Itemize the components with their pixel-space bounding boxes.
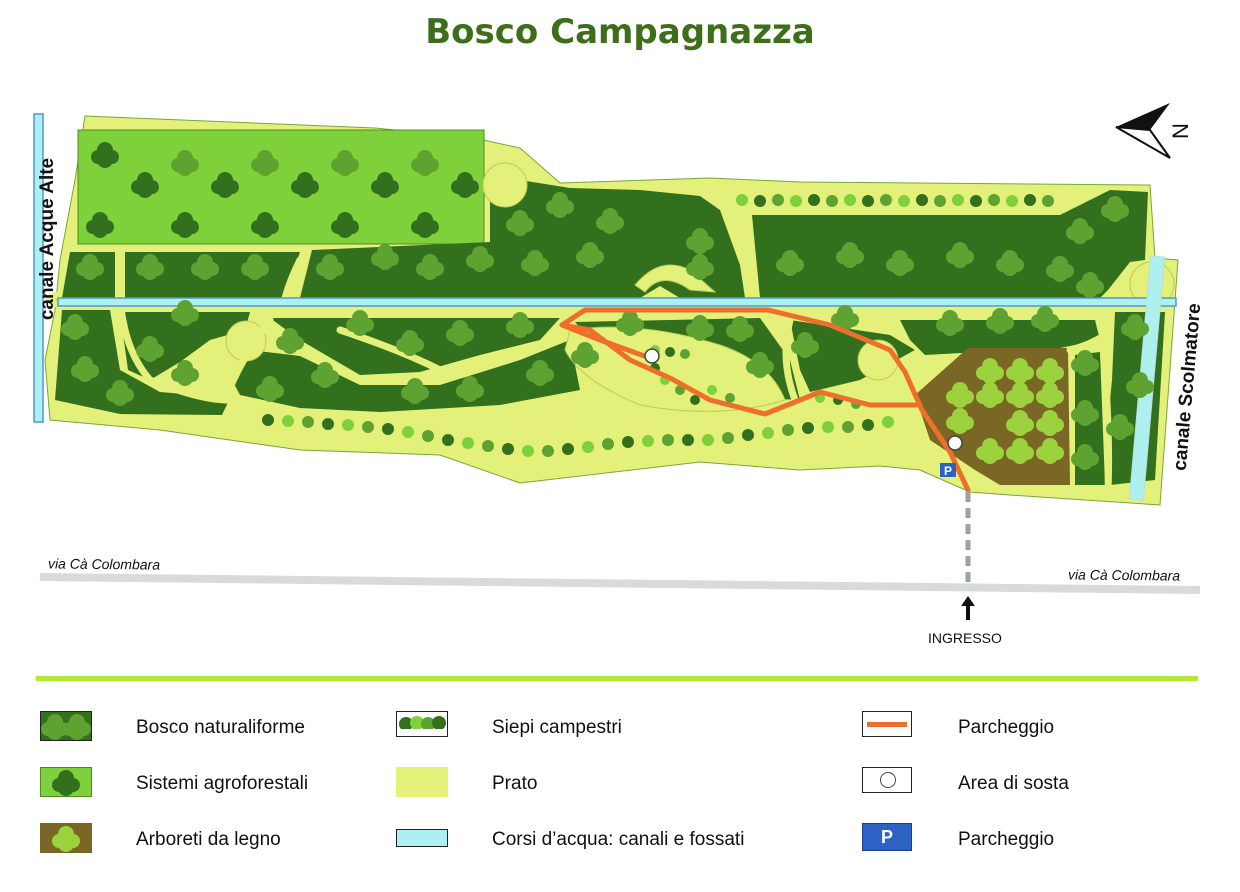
- canal-east-west: [57, 297, 1177, 307]
- north-arrow-icon: [1115, 103, 1171, 159]
- road-label-west: via Cà Colombara: [47, 555, 161, 573]
- hedge-swatch-icon: [396, 711, 448, 737]
- meadow-swatch-icon: [396, 767, 448, 797]
- entrance-label: INGRESSO: [928, 630, 1002, 646]
- natural-forest-areas: [55, 180, 1165, 485]
- road-label-east: via Cà Colombara: [1067, 566, 1181, 584]
- meadow-paths: [46, 211, 1114, 494]
- legend-label: Siepi campestri: [492, 717, 622, 738]
- legend-label: Bosco naturaliforme: [136, 717, 305, 738]
- forest-swatch-icon: [40, 711, 92, 741]
- rest-area-marker: [644, 348, 660, 364]
- hedgerow-south: [262, 414, 894, 457]
- legend-label: Parcheggio: [958, 829, 1055, 850]
- legend-label: Arboreti da legno: [136, 829, 281, 850]
- legend-label: Parcheggio: [958, 717, 1055, 738]
- parking-marker: P: [940, 463, 956, 478]
- legend-label: Area di sosta: [958, 773, 1069, 794]
- legend-label: Prato: [492, 773, 538, 794]
- path-line-swatch-icon: [862, 711, 912, 737]
- parking-swatch-label: P: [880, 827, 893, 847]
- entrance-arrow-icon: [961, 596, 975, 620]
- agroforestry-swatch-icon: [40, 767, 92, 797]
- water-swatch-icon: [396, 829, 448, 847]
- road-via-ca-colombara: [40, 573, 1200, 594]
- parking-marker-label: P: [944, 464, 952, 478]
- north-label: N: [1167, 123, 1193, 139]
- hedgerow-north: [736, 194, 1054, 207]
- canal-acque-alte: [33, 113, 44, 423]
- parking-swatch-icon: P: [862, 823, 912, 851]
- rest-area-swatch-icon: [862, 767, 912, 793]
- route-loop-join: [559, 322, 653, 361]
- rest-area-marker: [947, 435, 963, 451]
- legend-label: Corsi d’acqua: canali e fossati: [492, 829, 745, 850]
- legend-divider: [36, 676, 1198, 681]
- timber-swatch-icon: [40, 823, 92, 853]
- canal-acque-alte-label: canale Acque Alte: [37, 157, 58, 321]
- legend-label: Sistemi agroforestali: [136, 773, 309, 794]
- map-title: Bosco Campagnazza: [425, 12, 815, 52]
